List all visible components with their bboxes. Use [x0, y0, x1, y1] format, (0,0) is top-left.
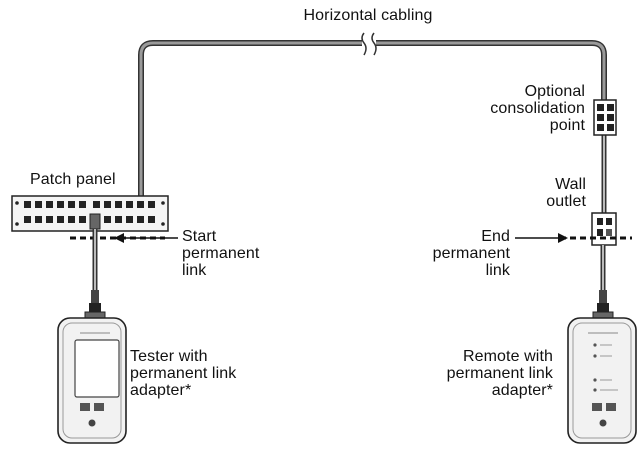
remote-device	[567, 317, 637, 444]
tester-device	[57, 317, 127, 444]
consolidation-point-box	[593, 99, 617, 136]
wall-outlet-label: Wall outlet	[546, 176, 586, 210]
end-link-arrow	[515, 233, 568, 243]
patch-panel-label: Patch panel	[30, 171, 116, 188]
start-link-arrow	[114, 233, 178, 243]
tester-label: Tester with permanent link adapter*	[130, 348, 237, 399]
start-permanent-link-label: Start permanent link	[182, 228, 260, 279]
patch-panel	[11, 195, 169, 232]
horizontal-cable	[138, 32, 607, 196]
consolidation-point-label: Optional consolidation point	[490, 83, 585, 134]
tester-adapter-cord	[84, 229, 106, 321]
horizontal-cabling-label: Horizontal cabling	[303, 7, 433, 24]
end-permanent-link-label: End permanent link	[432, 228, 510, 279]
remote-label: Remote with permanent link adapter*	[446, 348, 553, 399]
remote-adapter-cord	[592, 245, 614, 321]
wall-outlet	[591, 212, 617, 246]
